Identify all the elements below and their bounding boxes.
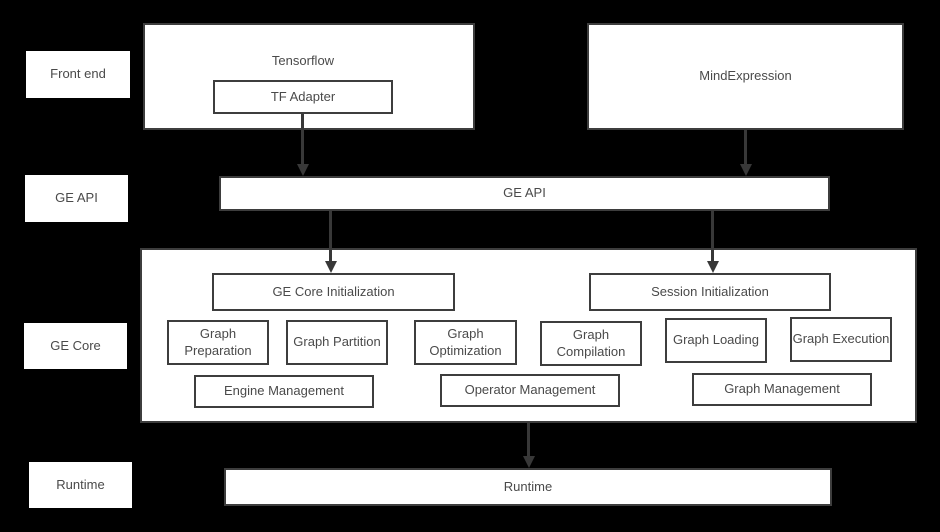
module-box-graph-partition: Graph Partition xyxy=(286,320,388,365)
module-box-graph-execution: Graph Execution xyxy=(790,317,892,362)
ge-core-initialization-box: GE Core Initialization xyxy=(212,273,455,311)
tf-adapter-box: TF Adapter xyxy=(213,80,393,114)
manager-box-engine-management: Engine Management xyxy=(194,375,374,408)
module-box-graph-compilation: Graph Compilation xyxy=(540,321,642,366)
session-initialization-box: Session Initialization xyxy=(589,273,831,311)
layer-label-runtime: Runtime xyxy=(29,462,132,508)
tensorflow-label: Tensorflow xyxy=(271,53,335,68)
arrow-ge-api-to-session-initialization xyxy=(711,211,714,261)
module-box-graph-loading: Graph Loading xyxy=(665,318,767,363)
module-box-graph-preparation: Graph Preparation xyxy=(167,320,269,365)
ge-api-bar: GE API xyxy=(219,176,830,211)
layer-label-ge-core: GE Core xyxy=(24,323,127,369)
manager-box-graph-management: Graph Management xyxy=(692,373,872,406)
module-box-graph-optimization: Graph Optimization xyxy=(414,320,517,365)
runtime-bar: Runtime xyxy=(224,468,832,506)
arrow-ge-api-to-ge-core-initialization xyxy=(329,211,332,261)
arrow-ge-core-to-runtime xyxy=(527,423,530,456)
layer-label-front-end: Front end xyxy=(26,51,130,98)
arrow-mindexpression-to-ge-api xyxy=(744,130,747,164)
manager-box-operator-management: Operator Management xyxy=(440,374,620,407)
layer-label-ge-api: GE API xyxy=(25,175,128,222)
arrow-tf-adapter-to-ge-api xyxy=(301,114,304,164)
mindexpression-box: MindExpression xyxy=(587,23,904,130)
